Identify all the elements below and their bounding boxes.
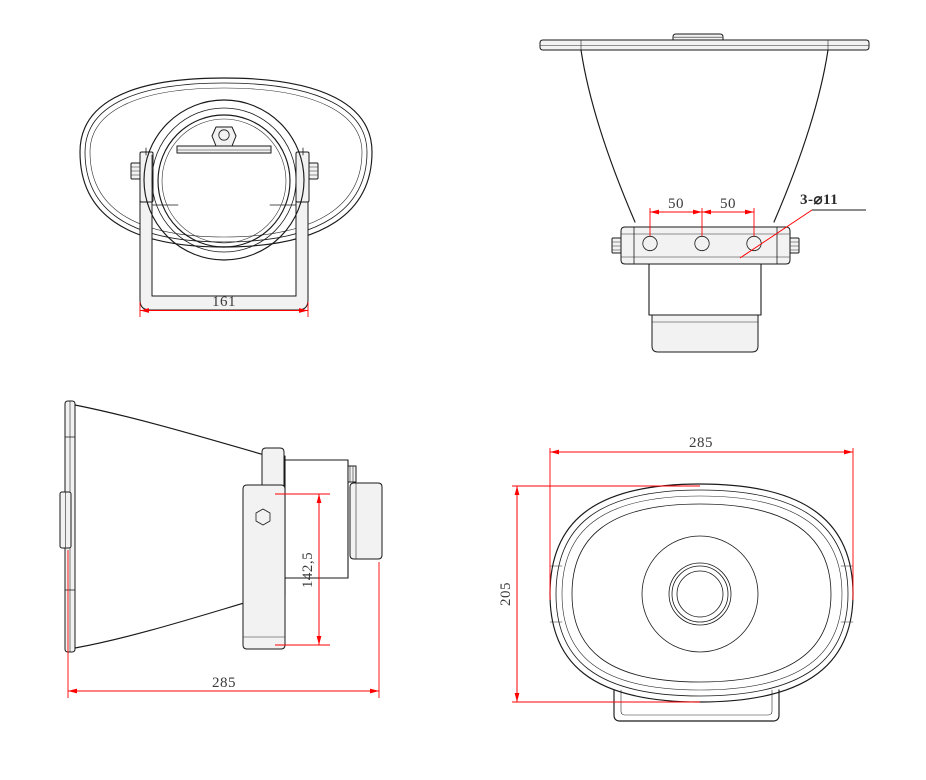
front-bracket-ear-right [295, 147, 319, 203]
top-mounting-bracket [620, 226, 791, 265]
mounting-hole-2 [694, 235, 710, 252]
side-mounting-bracket-arm [242, 484, 286, 650]
front-bracket-ear-left [130, 147, 154, 203]
front-terminal-bar [176, 145, 272, 154]
rear-bracket-foot [613, 689, 780, 722]
side-view: 142,5 285 [59, 400, 383, 698]
side-driver-body [284, 459, 383, 579]
top-horn-flange [539, 33, 870, 51]
top-bracket-bolt-left [611, 237, 622, 254]
dimension-label-285-length: 285 [212, 675, 236, 691]
rear-horn-shell [549, 483, 854, 703]
mounting-hole-1 [642, 235, 658, 252]
front-hex-nut [211, 126, 237, 147]
dimension-overall-length-285: 285 [67, 550, 380, 698]
dimension-bracket-height-142-5: 142,5 [275, 493, 330, 646]
front-driver-body [143, 99, 305, 261]
front-horn-shell [79, 77, 373, 248]
dimension-hole-spacing: 50 50 [649, 196, 755, 236]
dimension-label-50-left: 50 [668, 196, 684, 212]
dimension-label-205: 205 [498, 582, 514, 606]
dimension-label-285-width: 285 [689, 435, 713, 451]
front-mounting-bracket [139, 154, 309, 311]
front-bracket-plates [151, 154, 297, 297]
top-bracket-bolt-right [789, 237, 800, 254]
dimension-bracket-width-161: 161 [139, 294, 309, 317]
side-horn-flare [74, 404, 269, 649]
callout-hole-diameter: 3-⌀11 [739, 192, 866, 259]
rear-driver-circles [641, 535, 759, 653]
top-driver-barrel [648, 263, 762, 353]
top-view: 50 50 3-⌀11 [539, 33, 870, 353]
dimension-label-161: 161 [212, 294, 236, 310]
side-horn-rim [59, 400, 76, 653]
rear-view: 285 205 [498, 435, 854, 722]
dimension-label-50-right: 50 [720, 196, 736, 212]
callout-label-3-dia-11: 3-⌀11 [800, 192, 838, 208]
dimension-label-142-5: 142,5 [300, 552, 316, 588]
dimension-overall-height-205: 205 [498, 485, 700, 703]
top-horn-flare [580, 49, 829, 223]
dimension-overall-width-285: 285 [549, 435, 854, 600]
front-view: 161 [79, 77, 373, 317]
